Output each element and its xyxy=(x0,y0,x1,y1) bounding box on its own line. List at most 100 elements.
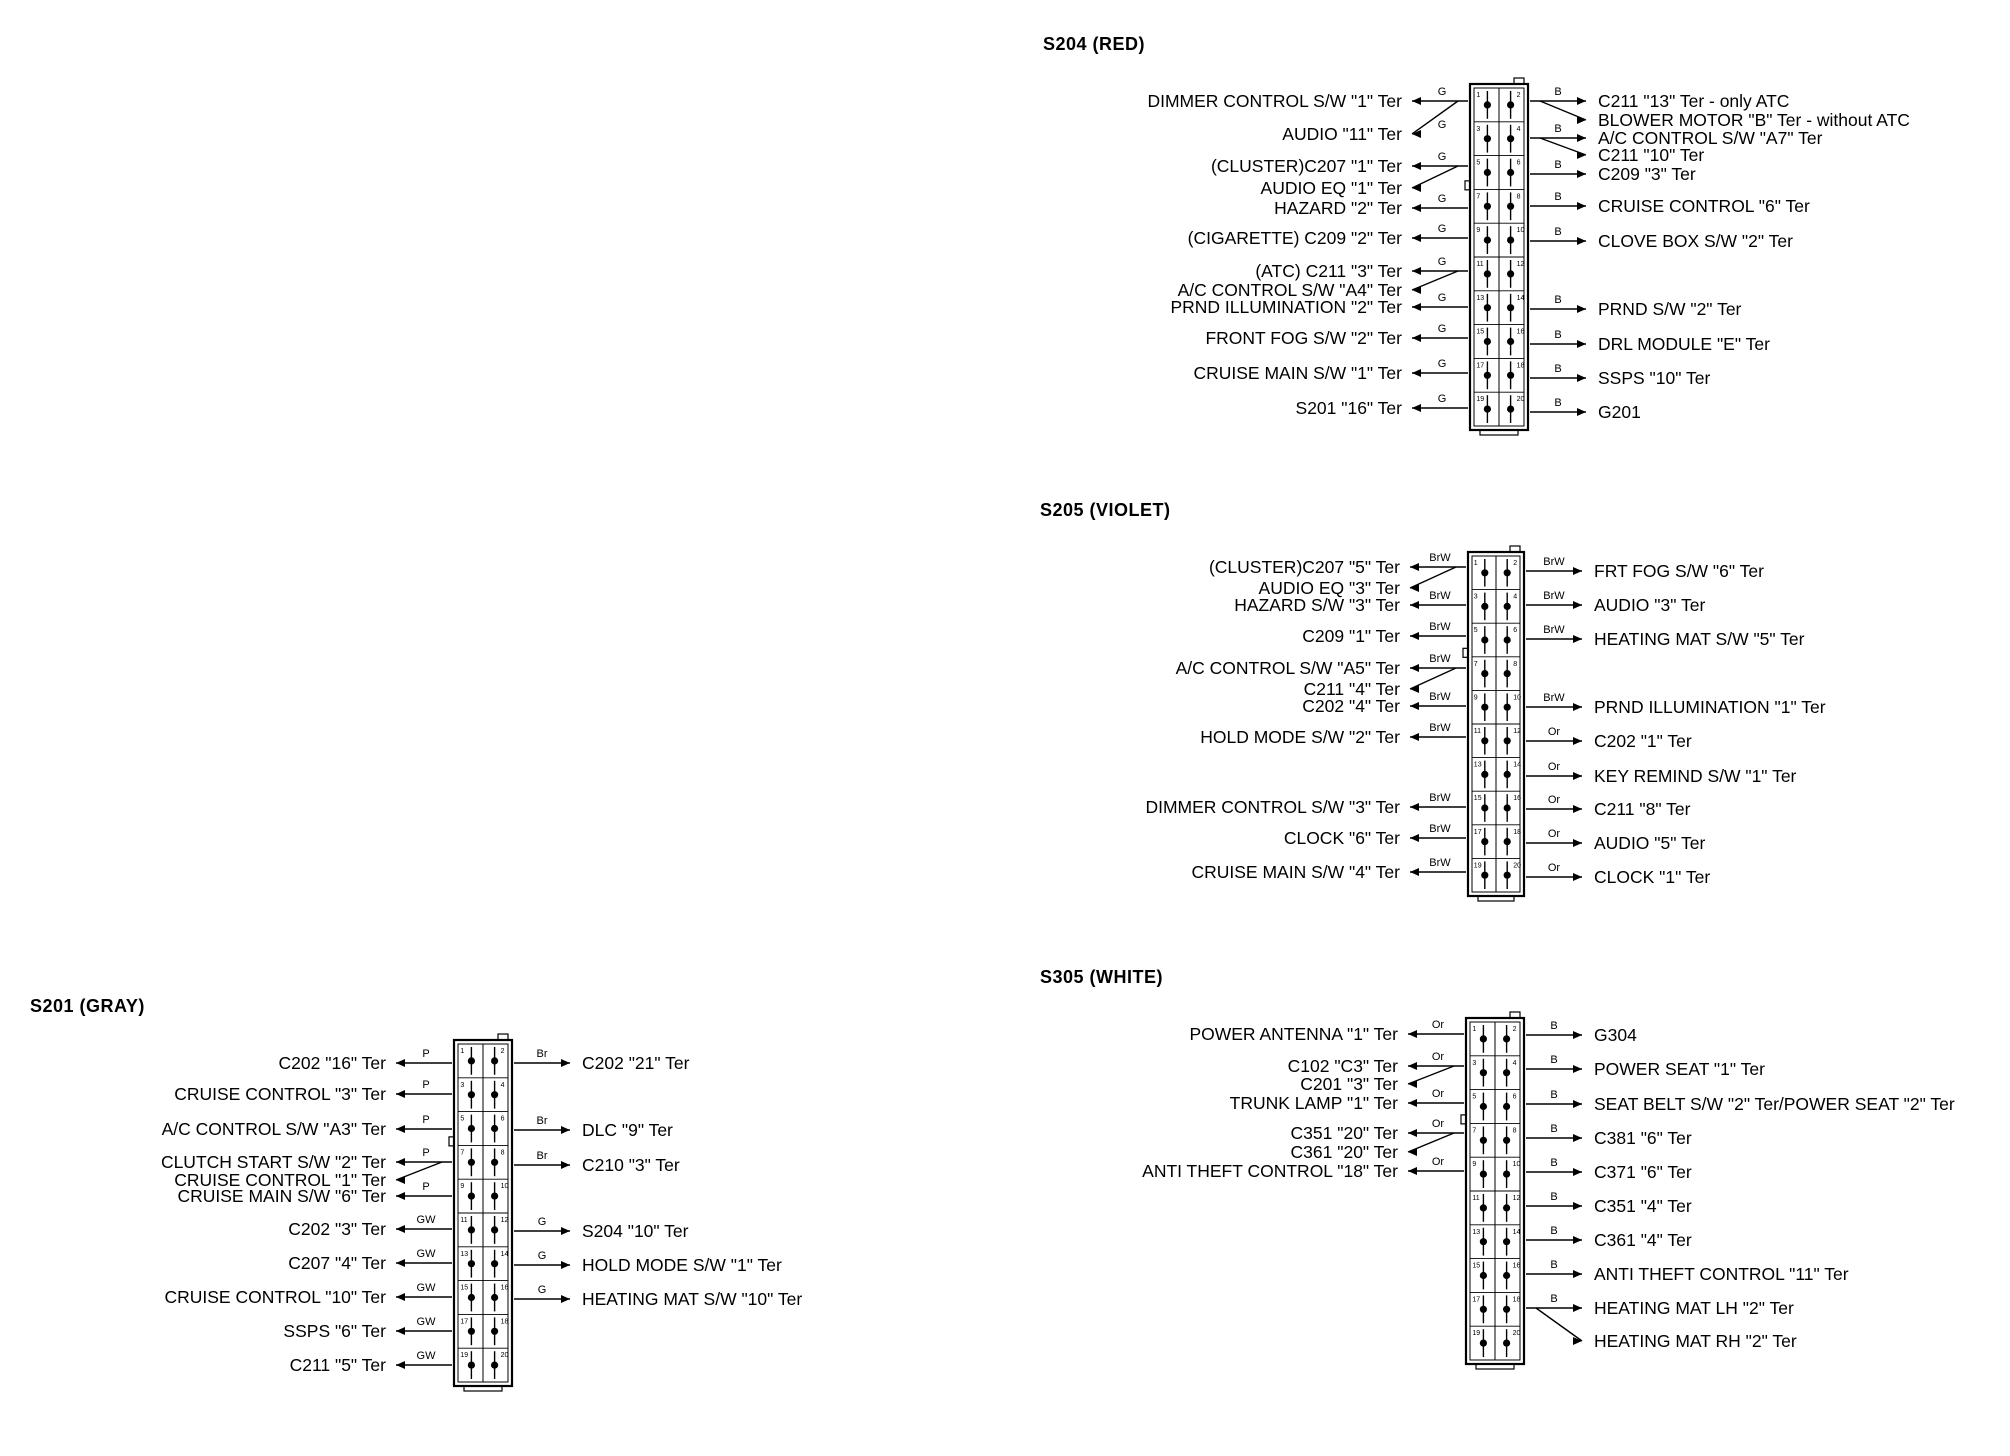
left-terminal-entry: C211 "5" Ter GW xyxy=(290,1350,452,1375)
wire-color-code: G xyxy=(1438,193,1447,205)
terminal-label: C361 "20" Ter xyxy=(1291,1142,1399,1162)
pin-number: 8 xyxy=(1517,193,1521,200)
arrow-head xyxy=(561,1261,570,1269)
wire-color-code: Or xyxy=(1432,1051,1445,1063)
terminal-label: (CLUSTER)C207 "5" Ter xyxy=(1209,557,1400,577)
terminal-label: DIMMER CONTROL S/W "3" Ter xyxy=(1145,797,1400,817)
arrow-head xyxy=(1412,267,1421,275)
arrow-head xyxy=(1412,130,1421,138)
terminal-label: CLOCK "1" Ter xyxy=(1594,867,1710,887)
terminal-label: S204 "10" Ter xyxy=(582,1221,689,1241)
terminal-label: C211 "8" Ter xyxy=(1594,799,1691,819)
wire-color-code: B xyxy=(1554,294,1561,306)
arrow-head xyxy=(1573,737,1582,745)
arrow-head xyxy=(1573,703,1582,711)
terminal-label: CRUISE CONTROL "1" Ter xyxy=(174,1170,386,1190)
terminal-label: C102 "C3" Ter xyxy=(1288,1056,1399,1076)
terminal-label: DIMMER CONTROL S/W "1" Ter xyxy=(1147,91,1402,111)
terminal-label: ANTI THEFT CONTROL "18" Ter xyxy=(1142,1161,1398,1181)
arrow-head xyxy=(1408,1167,1417,1175)
wire-color-code: GW xyxy=(417,1350,437,1362)
arrow-head xyxy=(1410,803,1419,811)
terminal-label: FRONT FOG S/W "2" Ter xyxy=(1205,328,1402,348)
arrow-head xyxy=(1573,1337,1582,1345)
arrow-head xyxy=(1573,1100,1582,1108)
left-terminal-entry: (CLUSTER)C207 "5" Ter BrW xyxy=(1209,552,1466,577)
wire-color-code: GW xyxy=(417,1214,437,1226)
terminal-label: S201 "16" Ter xyxy=(1296,398,1403,418)
terminal-label: C361 "4" Ter xyxy=(1594,1230,1692,1250)
terminal-label: POWER ANTENNA "1" Ter xyxy=(1189,1024,1398,1044)
terminal-label: AUDIO "11" Ter xyxy=(1282,124,1402,144)
pin-number: 12 xyxy=(1513,1195,1521,1202)
arrow-head xyxy=(1408,1099,1417,1107)
left-terminal-entry: ANTI THEFT CONTROL "18" Ter Or xyxy=(1142,1156,1464,1181)
terminal-label: C211 "5" Ter xyxy=(290,1355,387,1375)
arrow-head xyxy=(1577,408,1586,416)
wire-color-code: B xyxy=(1554,86,1561,98)
wire-color-code: BrW xyxy=(1543,556,1565,568)
pin-number: 11 xyxy=(1476,261,1483,268)
arrow-head xyxy=(1412,162,1421,170)
arrow-head xyxy=(1410,733,1419,741)
terminal-label: A/C CONTROL S/W "A3" Ter xyxy=(162,1119,387,1139)
wire-color-code: BrW xyxy=(1429,552,1451,564)
pin-number: 15 xyxy=(1476,329,1484,336)
terminal-label: (CIGARETTE) C209 "2" Ter xyxy=(1188,228,1403,248)
pin-number: 15 xyxy=(1472,1263,1480,1270)
arrow-head xyxy=(1577,134,1586,142)
pin-number: 13 xyxy=(1474,762,1482,769)
pin-number: 20 xyxy=(1517,396,1525,403)
terminal-label: ANTI THEFT CONTROL "11" Ter xyxy=(1594,1264,1849,1284)
wire-color-code: B xyxy=(1554,123,1561,135)
terminal-label: PRND ILLUMINATION "1" Ter xyxy=(1594,697,1826,717)
pin-number: 5 xyxy=(1476,160,1480,167)
wire-color-code: G xyxy=(1438,256,1447,268)
wire-color-code: Or xyxy=(1432,1156,1445,1168)
terminal-label: C201 "3" Ter xyxy=(1300,1074,1398,1094)
terminal-label: AUDIO EQ "3" Ter xyxy=(1259,578,1401,598)
pin-number: 9 xyxy=(1474,694,1478,701)
pin-number: 8 xyxy=(1513,661,1517,668)
pin-number: 2 xyxy=(1513,560,1517,567)
pin-number: 10 xyxy=(501,1183,509,1190)
arrow-head xyxy=(1410,584,1419,592)
terminal-label: CLUTCH START S/W "2" Ter xyxy=(161,1152,386,1172)
wire-color-code: G xyxy=(538,1250,547,1262)
arrow-head xyxy=(1573,772,1582,780)
wire-color-code: B xyxy=(1554,226,1561,238)
pin-number: 2 xyxy=(501,1048,505,1055)
pin-number: 17 xyxy=(1476,362,1484,369)
pin-number: 9 xyxy=(1472,1161,1476,1168)
pin-number: 14 xyxy=(1513,1229,1521,1236)
wire-color-code: B xyxy=(1550,1259,1557,1271)
wire-color-code: B xyxy=(1554,191,1561,203)
right-terminal-entry: C211 "10" Ter xyxy=(1539,137,1704,165)
pin-number: 8 xyxy=(501,1149,505,1156)
pin-number: 10 xyxy=(1513,1161,1521,1168)
arrow-head xyxy=(1577,170,1586,178)
pin-number: 6 xyxy=(1513,627,1517,634)
arrow-head xyxy=(1577,305,1586,313)
terminal-label: HOLD MODE S/W "1" Ter xyxy=(582,1255,782,1275)
arrow-head xyxy=(1573,805,1582,813)
arrow-head xyxy=(1577,97,1586,105)
wire-color-code: Or xyxy=(1432,1019,1445,1031)
terminal-label: SSPS "6" Ter xyxy=(283,1321,386,1341)
wire-color-code: B xyxy=(1550,1089,1557,1101)
